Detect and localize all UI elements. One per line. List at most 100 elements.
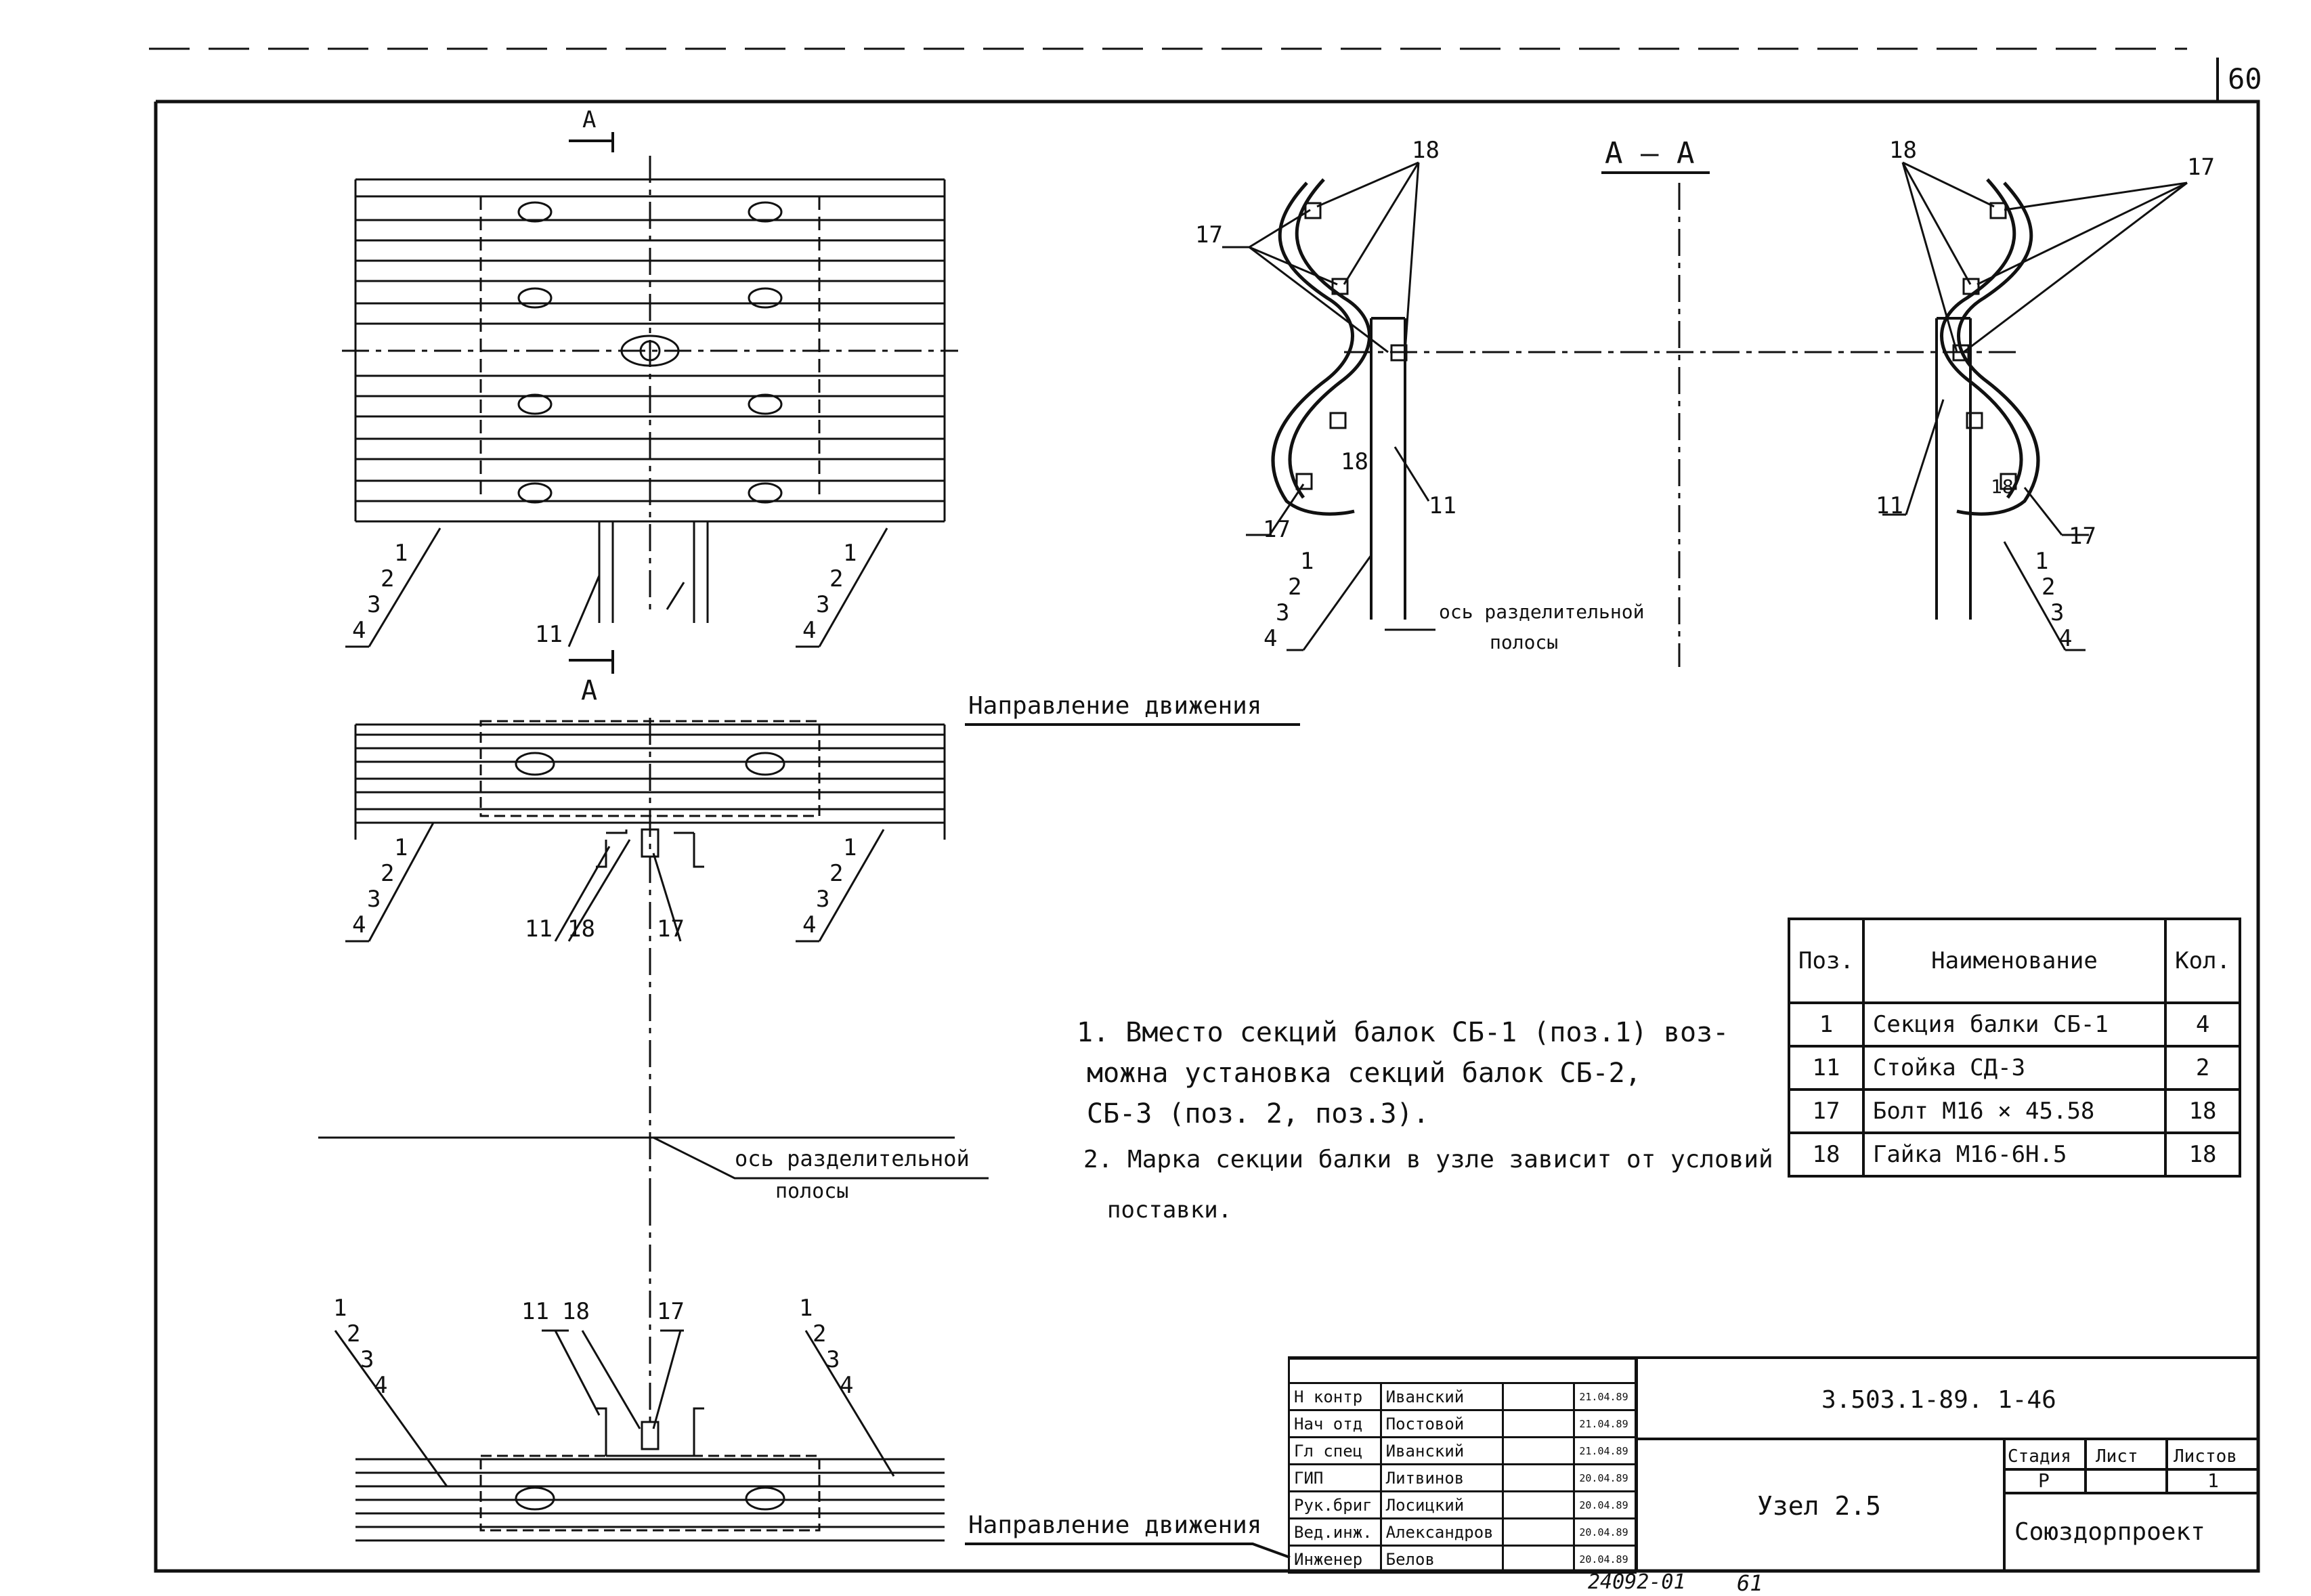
stamp-role: Рук.бриг <box>1288 1490 1382 1519</box>
stamp-role: Вед.инж. <box>1288 1517 1382 1547</box>
spec-pos-cell: 11 <box>1788 1045 1865 1091</box>
page-number: 60 <box>2228 62 2262 95</box>
node-title: Узел 2.5 <box>1757 1491 1882 1521</box>
label-pos-17: 17 <box>1195 221 1223 249</box>
label-pos-3: 3 <box>826 1346 840 1373</box>
stamp-date: 20.04.89 <box>1573 1545 1637 1574</box>
section-left-beam <box>1271 178 1371 516</box>
label-pos-11: 11 <box>1876 492 1903 519</box>
stamp-role: Нач отд <box>1288 1409 1382 1438</box>
section-right-leaders <box>1882 161 2188 651</box>
stage-header: Стадия <box>2008 1446 2071 1467</box>
stamp-signature <box>1502 1409 1576 1438</box>
table-row: Н контр Иванский 21.04.89 <box>1288 1382 1637 1411</box>
note-2-line-2: поставки. <box>1107 1196 1232 1224</box>
label-pos-4: 4 <box>840 1372 854 1399</box>
label-pos-4: 4 <box>1264 625 1278 652</box>
label-pos-17: 17 <box>1263 516 1291 543</box>
spec-name-cell: Секция балки СБ-1 <box>1861 1001 2167 1048</box>
spec-pos-cell: 18 <box>1788 1131 1865 1178</box>
label-pos-2: 2 <box>829 860 844 887</box>
table-row <box>1288 1358 1637 1384</box>
table-row: 17 Болт М16 × 45.58 18 <box>1788 1088 2241 1134</box>
stamp-date: 20.04.89 <box>1573 1463 1637 1492</box>
stamp-date: 21.04.89 <box>1573 1382 1637 1411</box>
sheets-value: 1 <box>2207 1469 2219 1492</box>
label-pos-17: 17 <box>2187 154 2215 181</box>
direction-underline-2 <box>965 1543 1291 1559</box>
spec-qty-cell: 18 <box>2164 1088 2241 1134</box>
spec-qty-cell: 2 <box>2164 1045 2241 1091</box>
label-pos-17: 17 <box>657 1298 685 1325</box>
plan-view-leaders <box>345 527 888 648</box>
plan-view-post <box>598 521 709 623</box>
label-pos-3: 3 <box>367 591 381 618</box>
label-pos-2: 2 <box>347 1320 361 1347</box>
table-row: Инженер Белов 20.04.89 <box>1288 1545 1637 1574</box>
bottom-plan-leaders <box>334 1329 895 1487</box>
axis-label-mid-line1: ось разделительной <box>735 1146 970 1171</box>
stamp-name: Александров <box>1379 1517 1505 1547</box>
stamp-name: Белов <box>1379 1545 1505 1574</box>
label-pos-4: 4 <box>374 1372 388 1399</box>
label-pos-3: 3 <box>816 886 830 913</box>
direction-label-2: Направление движения <box>968 1511 1262 1539</box>
note-2-line-1: 2. Марка секции балки в узле зависит от … <box>1083 1146 1773 1173</box>
stage-value: Р <box>2038 1469 2050 1492</box>
label-pos-4: 4 <box>352 911 366 939</box>
section-left-post <box>1370 317 1406 620</box>
spec-pos-cell: 1 <box>1788 1001 1865 1048</box>
section-right-beam <box>1940 178 2040 516</box>
spec-pos-cell: 17 <box>1788 1088 1865 1134</box>
label-pos-3: 3 <box>360 1346 374 1373</box>
spec-header-pos: Поз. <box>1788 918 1865 1004</box>
middle-axis-leader <box>653 1136 989 1180</box>
label-pos-4: 4 <box>2058 625 2073 652</box>
label-pos-2: 2 <box>813 1320 827 1347</box>
plan-view-beams <box>342 156 958 616</box>
footer-code: 24092-01 <box>1588 1570 1686 1594</box>
label-pos-2: 2 <box>381 860 395 887</box>
section-cut-markers <box>569 132 614 674</box>
label-pos-1: 1 <box>2035 548 2049 575</box>
bottom-plan-beams <box>355 1199 945 1542</box>
cut-label-bottom: А <box>581 675 598 706</box>
direction-label-1: Направление движения <box>968 692 1262 720</box>
stamp-date: 21.04.89 <box>1573 1436 1637 1465</box>
label-pos-11: 11 <box>1429 492 1456 519</box>
stamp-signature <box>1502 1382 1576 1411</box>
label-pos-1: 1 <box>333 1295 347 1322</box>
label-pos-1: 1 <box>799 1295 813 1322</box>
stamp-name: Постовой <box>1379 1409 1505 1438</box>
stamp-signature <box>1502 1490 1576 1519</box>
label-pos-2: 2 <box>829 565 844 592</box>
table-row: 1 Секция балки СБ-1 4 <box>1788 1001 2241 1048</box>
note-1-line-3: СБ-3 (поз. 2, поз.3). <box>1087 1098 1429 1129</box>
stamp-name: Иванский <box>1379 1382 1505 1411</box>
stamp-role: Инженер <box>1288 1545 1382 1574</box>
axis-label-top-line2: полосы <box>1490 631 1559 653</box>
label-pos-2: 2 <box>1288 574 1302 601</box>
spec-header-qty: Кол. <box>2164 918 2241 1004</box>
stamp-name: Иванский <box>1379 1436 1505 1465</box>
table-row: Рук.бриг Лосицкий 20.04.89 <box>1288 1490 1637 1519</box>
stamp-signature <box>1502 1545 1576 1574</box>
stamp-role: ГИП <box>1288 1463 1382 1492</box>
footer-page: 61 <box>1737 1570 1763 1596</box>
label-pos-3: 3 <box>367 886 381 913</box>
cut-label-top: А <box>582 106 597 133</box>
label-pos-1: 1 <box>394 540 408 567</box>
spec-qty-cell: 18 <box>2164 1131 2241 1178</box>
stamp-name: Лосицкий <box>1379 1490 1505 1519</box>
stamp-name: Литвинов <box>1379 1463 1505 1492</box>
axis-label-top-line1: ось разделительной <box>1439 601 1645 623</box>
table-row: 18 Гайка М16-6Н.5 18 <box>1788 1131 2241 1178</box>
note-1-line-2: можна установка секций балок СБ-2, <box>1087 1058 1641 1089</box>
axis-label-mid-line2: полосы <box>775 1180 849 1203</box>
table-row: Нач отд Постовой 21.04.89 <box>1288 1409 1637 1438</box>
label-pos-4: 4 <box>802 617 817 644</box>
label-pos-11: 11 <box>535 621 563 648</box>
stamp-date: 21.04.89 <box>1573 1409 1637 1438</box>
label-pos-3: 3 <box>1276 599 1290 626</box>
